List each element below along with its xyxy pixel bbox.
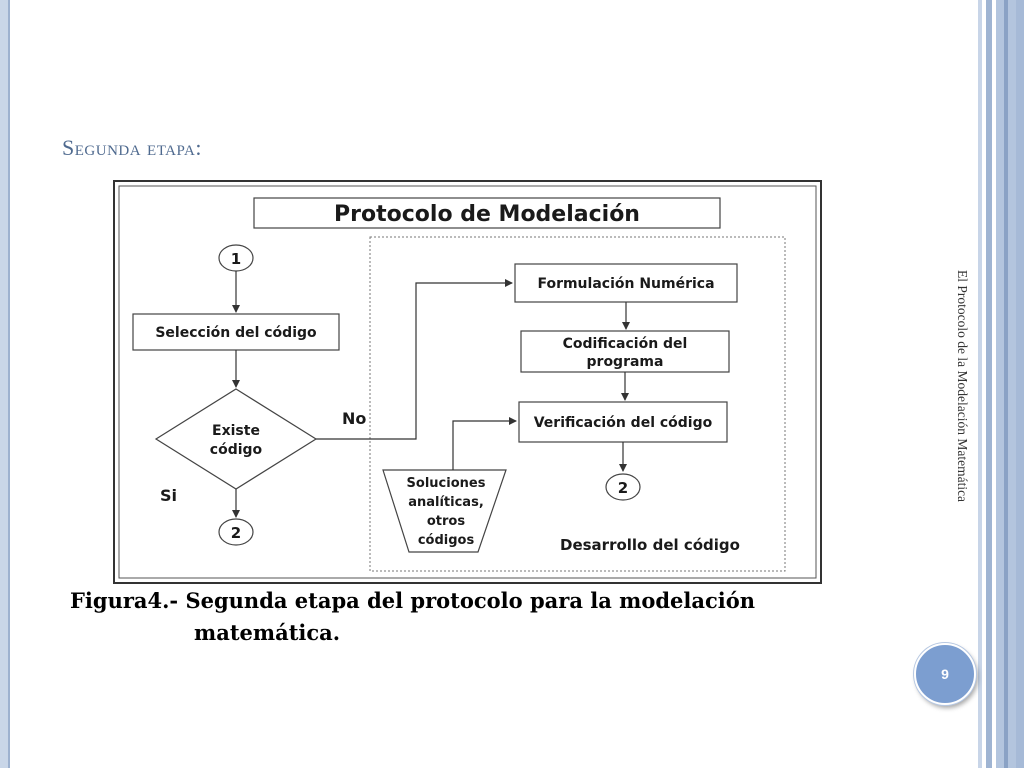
diagram-header-box bbox=[253, 197, 721, 229]
solutions-line2: analíticas, bbox=[408, 495, 484, 510]
right-decorative-band bbox=[1016, 0, 1024, 768]
side-vertical-label: El Protocolo de la Modelación Matemática bbox=[955, 270, 970, 503]
select-code-label: Selección del código bbox=[155, 325, 317, 341]
figure-inner-border bbox=[118, 185, 817, 579]
code-verification-label: Verificación del código bbox=[534, 415, 713, 431]
start-connector-label: 1 bbox=[231, 250, 241, 268]
program-coding-line2: programa bbox=[587, 354, 664, 370]
program-coding-box bbox=[520, 330, 730, 373]
end-connector-label-left: 2 bbox=[231, 524, 241, 542]
flowchart-figure: Protocolo de Modelación 1 Selección del … bbox=[113, 180, 822, 584]
slide-title: Segunda etapa: bbox=[62, 135, 202, 160]
si-branch-label: Si bbox=[160, 486, 177, 505]
left-decorative-rule bbox=[0, 0, 10, 768]
figure-caption-line2: matemática. bbox=[194, 620, 341, 645]
program-coding-line1: Codificación del bbox=[563, 336, 688, 352]
arrow-no-to-formulation bbox=[316, 279, 513, 440]
right-decorative-band bbox=[986, 0, 992, 768]
flowchart-svg: Protocolo de Modelación 1 Selección del … bbox=[113, 180, 822, 584]
decision-line2: código bbox=[210, 442, 263, 458]
right-decorative-band bbox=[978, 0, 982, 768]
analytic-solutions-shape bbox=[382, 469, 507, 553]
decision-line1: Existe bbox=[212, 423, 260, 439]
solutions-line4: códigos bbox=[418, 533, 475, 548]
figure-caption-line1: Figura4.- Segunda etapa del protocolo pa… bbox=[70, 588, 756, 613]
code-development-label: Desarrollo del código bbox=[560, 536, 740, 554]
numeric-formulation-label: Formulación Numérica bbox=[537, 276, 714, 292]
no-branch-label: No bbox=[342, 409, 366, 428]
numeric-formulation-box bbox=[514, 263, 738, 303]
solutions-line1: Soluciones bbox=[407, 476, 486, 491]
diagram-header-text: Protocolo de Modelación bbox=[334, 202, 640, 227]
end-connector-node-left bbox=[218, 518, 254, 546]
right-decorative-band bbox=[1004, 0, 1008, 768]
end-connector-label-right: 2 bbox=[618, 479, 628, 497]
solutions-line3: otros bbox=[427, 514, 465, 529]
end-connector-node-right bbox=[605, 473, 641, 501]
page-number-badge: 9 bbox=[914, 643, 976, 705]
code-verification-box bbox=[518, 401, 728, 443]
arrow-solutions-to-verification bbox=[452, 417, 517, 470]
code-development-region bbox=[369, 236, 786, 572]
